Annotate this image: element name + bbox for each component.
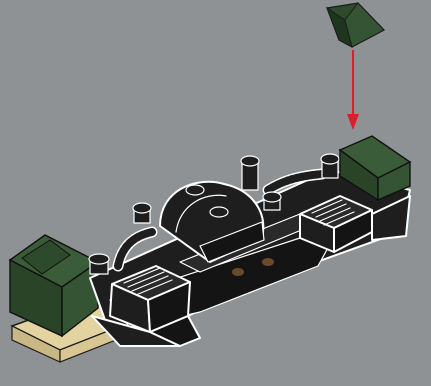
down-arrow-icon bbox=[347, 50, 359, 130]
new-slope-brick-icon bbox=[327, 3, 384, 47]
